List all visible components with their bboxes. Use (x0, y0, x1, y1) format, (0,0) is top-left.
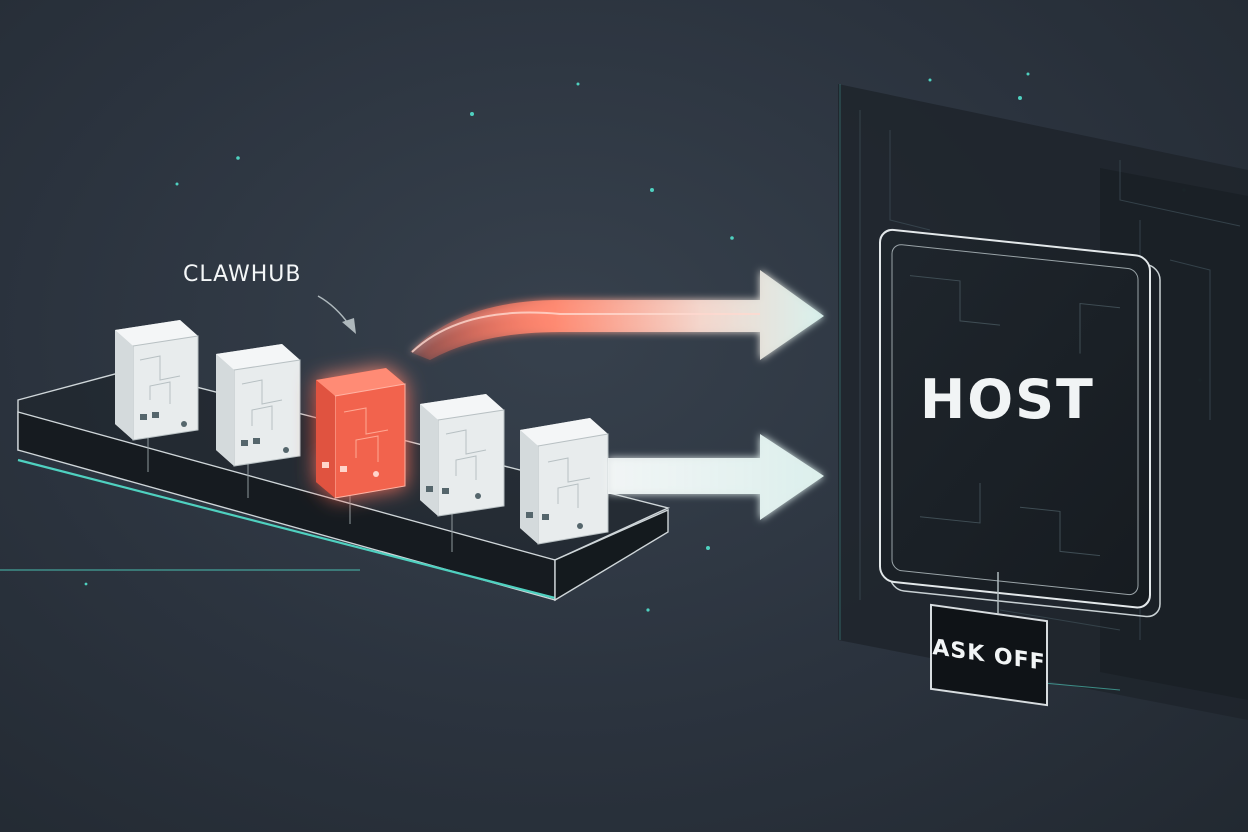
module-2 (216, 344, 301, 467)
clawhub-pointer (317, 295, 356, 334)
module-5 (520, 418, 609, 545)
clawhub-label: CLAWHUB (183, 262, 302, 287)
white-flow-arrow (608, 434, 824, 520)
red-flow-arrow (410, 270, 824, 360)
module-3-highlighted (316, 368, 406, 499)
ask-off-badge: ASK OFF (930, 603, 1048, 707)
module-4 (420, 394, 505, 517)
module-1 (115, 320, 199, 441)
host-label: HOST (920, 368, 1095, 431)
host-panel (879, 228, 1161, 618)
